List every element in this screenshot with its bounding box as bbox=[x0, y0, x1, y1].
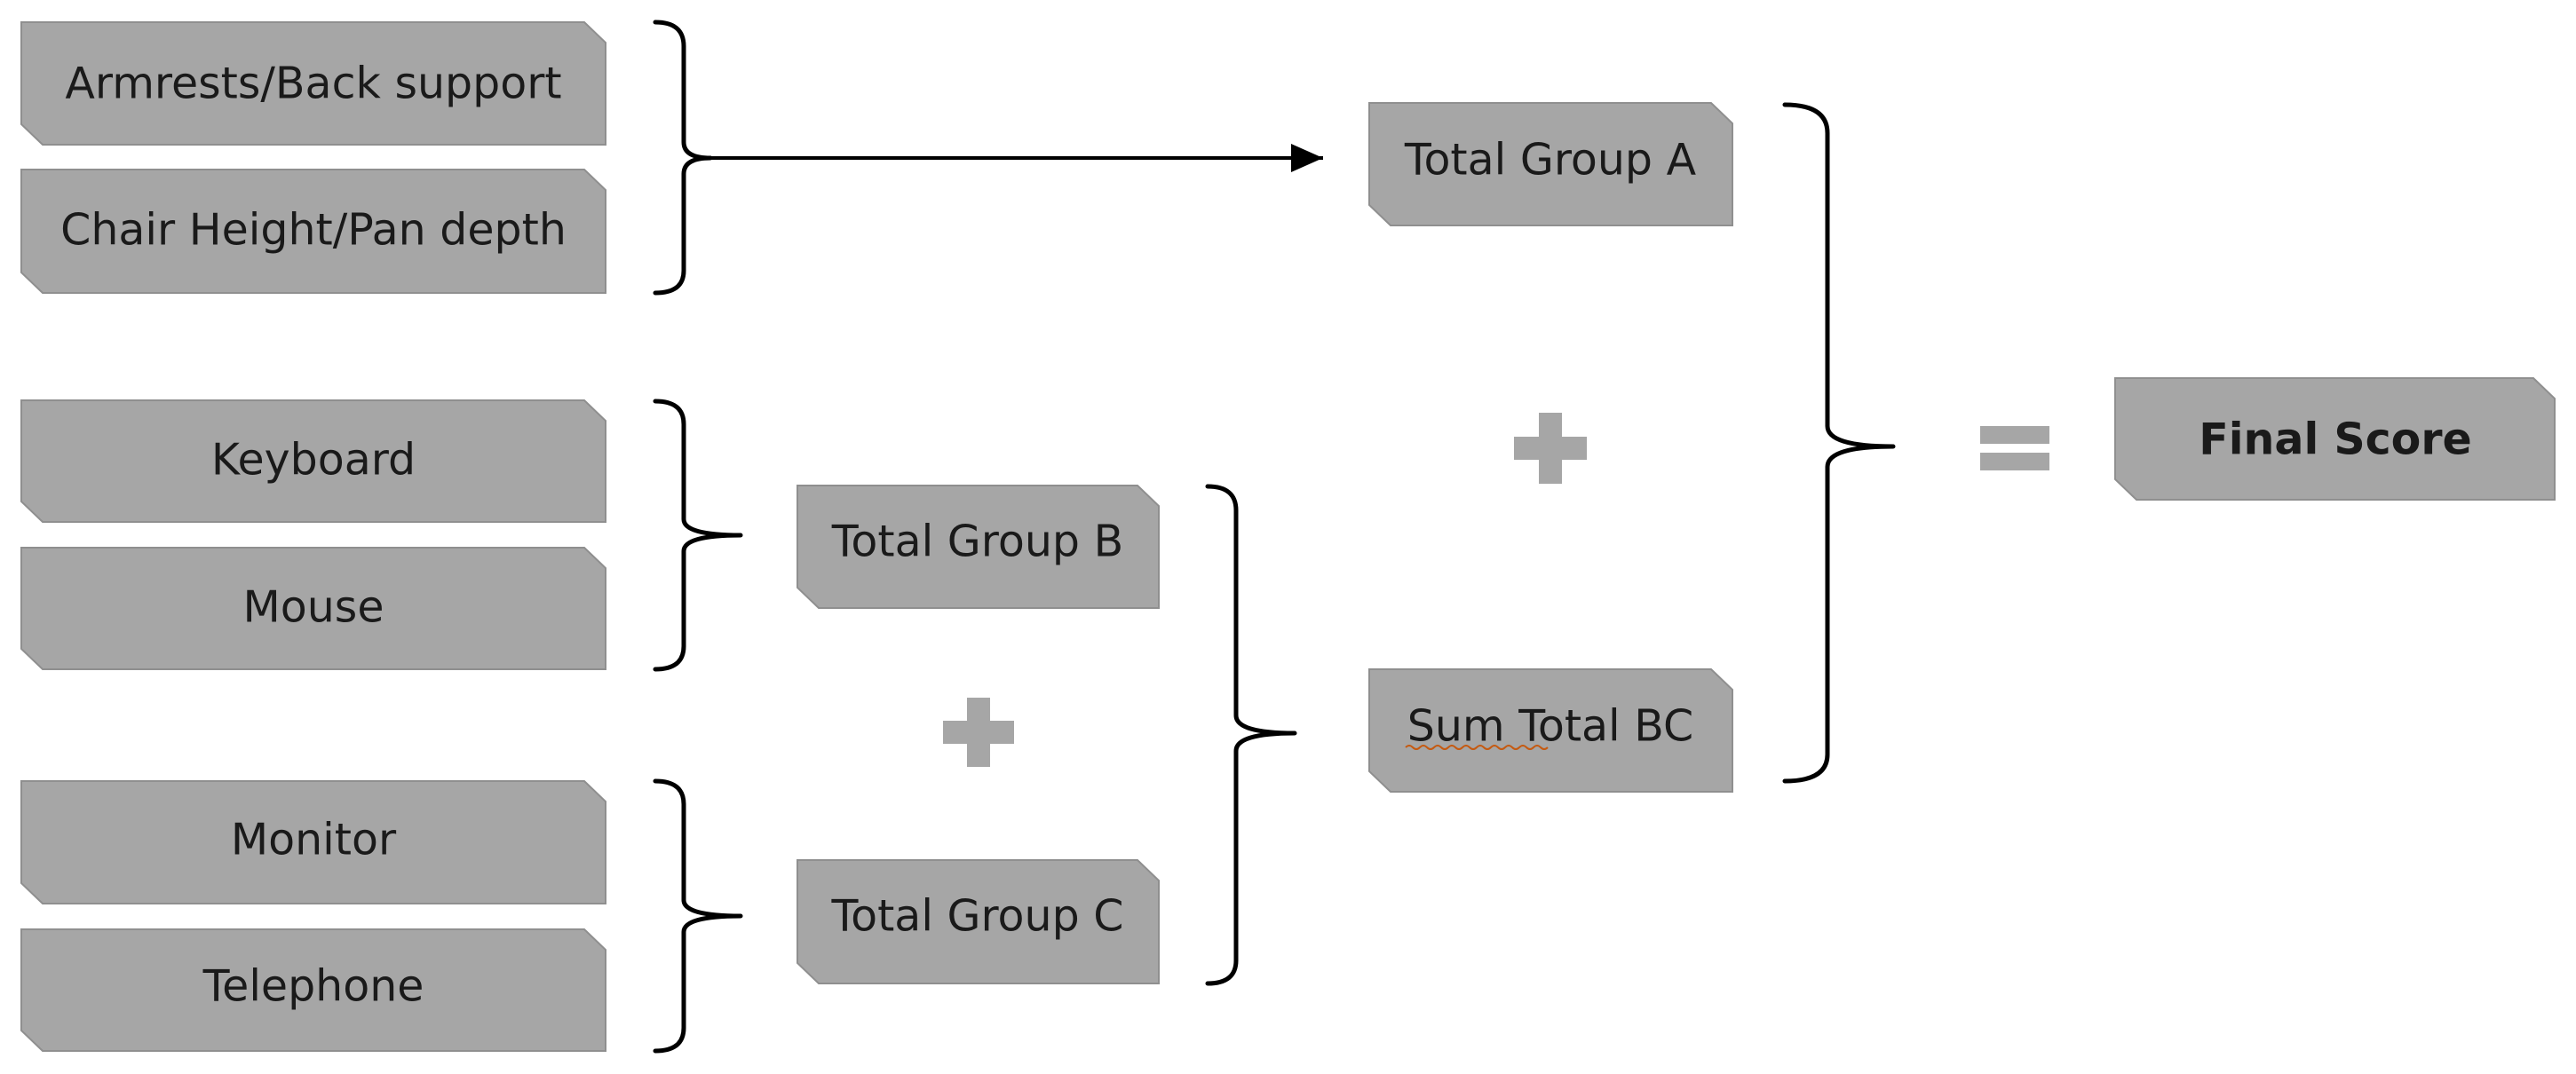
box-total-group-a-label: Total Group A bbox=[1404, 135, 1697, 186]
box-sum-total-bc: Sum Total BC bbox=[1368, 668, 1733, 793]
box-keyboard: Keyboard bbox=[20, 399, 606, 523]
box-total-group-b: Total Group B bbox=[797, 485, 1160, 609]
equals-icon bbox=[1980, 426, 2049, 470]
box-armrests-back-support: Armrests/Back support bbox=[20, 21, 606, 146]
box-sum-total-bc-label: Sum Total BC bbox=[1407, 701, 1693, 752]
box-chair-height-pan-depth: Chair Height/Pan depth bbox=[20, 169, 606, 294]
plus-icon-b-c bbox=[943, 698, 1014, 767]
brace-final bbox=[1782, 102, 1896, 784]
box-monitor-label: Monitor bbox=[231, 815, 397, 865]
spellcheck-underline bbox=[1405, 745, 1549, 750]
box-total-group-a: Total Group A bbox=[1368, 102, 1733, 226]
box-telephone-label: Telephone bbox=[202, 961, 424, 1012]
box-armrests-back-support-label: Armrests/Back support bbox=[65, 59, 561, 109]
box-final-score: Final Score bbox=[2114, 377, 2556, 501]
plus-icon-a-bc bbox=[1514, 413, 1587, 484]
box-total-group-c: Total Group C bbox=[797, 859, 1160, 984]
box-monitor: Monitor bbox=[20, 780, 606, 904]
box-total-group-c-label: Total Group C bbox=[831, 891, 1124, 942]
box-final-score-label: Final Score bbox=[2199, 415, 2471, 465]
box-telephone: Telephone bbox=[20, 928, 606, 1052]
brace-group-a bbox=[653, 20, 713, 296]
box-mouse: Mouse bbox=[20, 547, 606, 670]
box-keyboard-label: Keyboard bbox=[211, 435, 416, 486]
brace-sum-bc bbox=[1205, 484, 1297, 986]
box-chair-height-pan-depth-label: Chair Height/Pan depth bbox=[60, 205, 567, 256]
box-total-group-b-label: Total Group B bbox=[831, 517, 1123, 567]
box-mouse-label: Mouse bbox=[243, 582, 384, 633]
brace-group-c bbox=[653, 778, 743, 1054]
brace-group-b bbox=[653, 399, 743, 672]
